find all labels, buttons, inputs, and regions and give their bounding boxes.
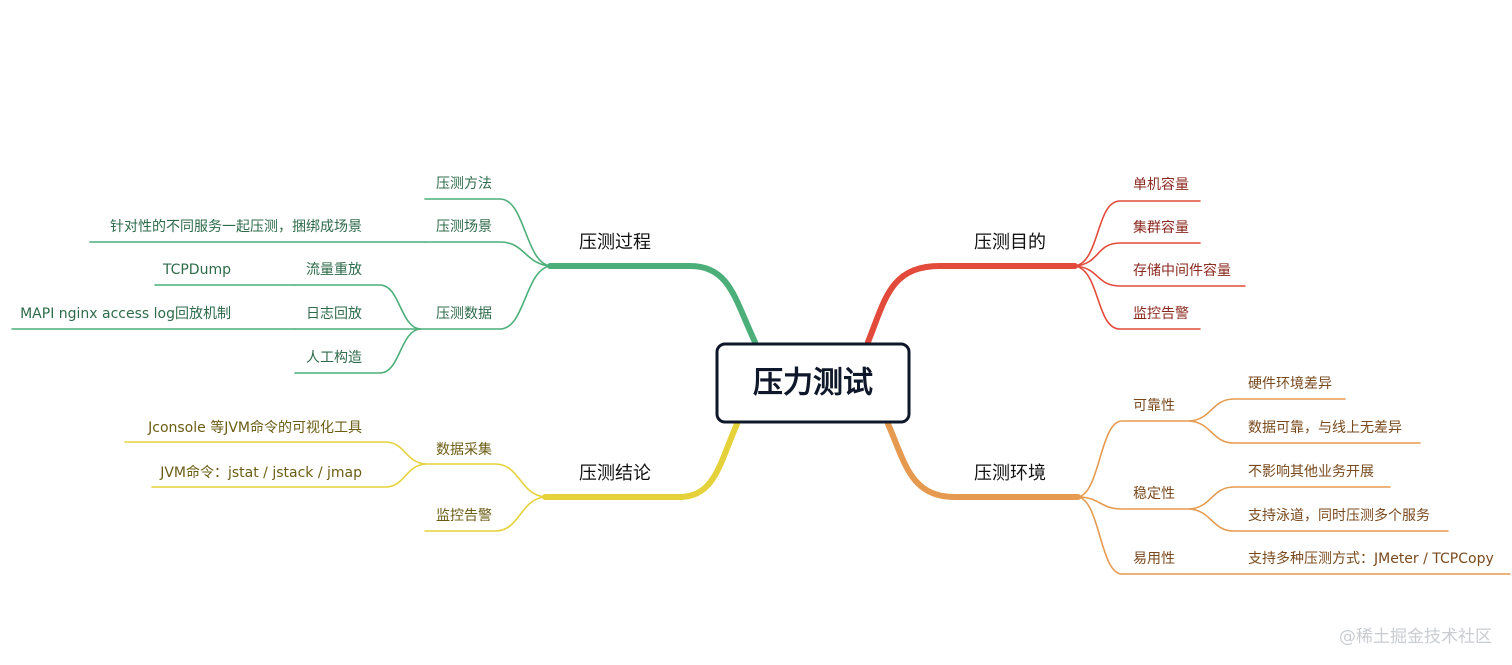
branch-title-purpose[interactable]: 压测目的	[974, 232, 1046, 253]
process-subtopic-method[interactable]: 压测方法	[436, 176, 492, 192]
branch-environment	[1077, 398, 1511, 575]
scenario-item[interactable]: 针对性的不同服务一起压测，捆绑成场景	[110, 219, 362, 235]
root-node[interactable]: 压力测试	[715, 342, 911, 424]
edge-conclusion-alert	[424, 496, 546, 532]
branch-title-process[interactable]: 压测过程	[579, 232, 651, 253]
edge-reliability-2	[1189, 420, 1421, 444]
conclusion-subtopic-collection[interactable]: 数据采集	[436, 441, 492, 458]
purpose-item[interactable]: 监控告警	[1133, 306, 1189, 322]
usability-item[interactable]: 支持多种压测方式：JMeter / TCPCopy	[1248, 550, 1494, 567]
log-replay-item[interactable]: MAPI nginx access log回放机制	[20, 306, 231, 322]
collection-item[interactable]: JVM命令：jstat / jstack / jmap	[159, 464, 362, 481]
stability-item[interactable]: 支持泳道，同时压测多个服务	[1248, 507, 1430, 524]
edge-root-environment	[885, 421, 1081, 500]
edge-collection-2	[151, 463, 426, 488]
conclusion-subtopic-alert[interactable]: 监控告警	[436, 508, 492, 524]
branch-title-conclusion[interactable]: 压测结论	[579, 463, 651, 484]
edge-process-data	[419, 265, 551, 330]
edge-root-purpose	[865, 263, 1078, 345]
purpose-item[interactable]: 单机容量	[1133, 176, 1189, 193]
edge-root-conclusion	[542, 421, 740, 500]
edge-process-scenario	[424, 241, 551, 267]
edge-reliability-1	[1189, 398, 1346, 422]
environment-subtopic-stability[interactable]: 稳定性	[1133, 486, 1175, 502]
root-title: 压力测试	[753, 366, 873, 401]
edge-data-manual	[294, 328, 421, 374]
edge-process-method	[424, 198, 551, 267]
edge-root-process	[547, 263, 758, 345]
environment-subtopic-reliability[interactable]: 可靠性	[1133, 398, 1175, 414]
edge-env-reliability	[1077, 420, 1191, 498]
stability-item[interactable]: 不影响其他业务开展	[1248, 464, 1374, 480]
edge-env-usability	[1077, 496, 1191, 575]
branch-conclusion	[124, 441, 546, 532]
edge-purpose-2	[1074, 242, 1201, 267]
process-subtopic-data[interactable]: 压测数据	[436, 306, 492, 322]
branch-purpose	[1074, 200, 1246, 330]
edge-env-stability	[1077, 496, 1191, 510]
data-subtopic-traffic-replay[interactable]: 流量重放	[306, 262, 362, 278]
collection-item[interactable]: Jconsole 等JVM命令的可视化工具	[147, 419, 362, 436]
edge-purpose-1	[1074, 200, 1201, 267]
watermark: @稀土掘金技术社区	[1339, 627, 1492, 647]
data-subtopic-log-replay[interactable]: 日志回放	[306, 306, 362, 322]
edge-purpose-3	[1074, 265, 1246, 287]
branch-title-environment[interactable]: 压测环境	[974, 463, 1046, 484]
data-subtopic-manual[interactable]: 人工构造	[306, 350, 362, 366]
purpose-item[interactable]: 集群容量	[1133, 219, 1189, 236]
process-subtopic-scenario[interactable]: 压测场景	[436, 219, 492, 235]
edge-data-traffic	[294, 284, 421, 330]
reliability-item[interactable]: 硬件环境差异	[1248, 376, 1332, 392]
reliability-item[interactable]: 数据可靠，与线上无差异	[1248, 420, 1402, 436]
edge-stability-2	[1189, 508, 1449, 532]
purpose-item[interactable]: 存储中间件容量	[1133, 262, 1231, 279]
environment-subtopic-usability[interactable]: 易用性	[1133, 551, 1175, 567]
edge-collection-1	[124, 441, 426, 465]
root-node-box	[715, 342, 911, 424]
edge-conclusion-collection	[424, 463, 546, 498]
traffic-replay-item[interactable]: TCPDump	[162, 262, 231, 278]
branch-process	[11, 198, 551, 374]
edge-stability-1	[1189, 486, 1391, 510]
edge-purpose-4	[1074, 265, 1201, 330]
